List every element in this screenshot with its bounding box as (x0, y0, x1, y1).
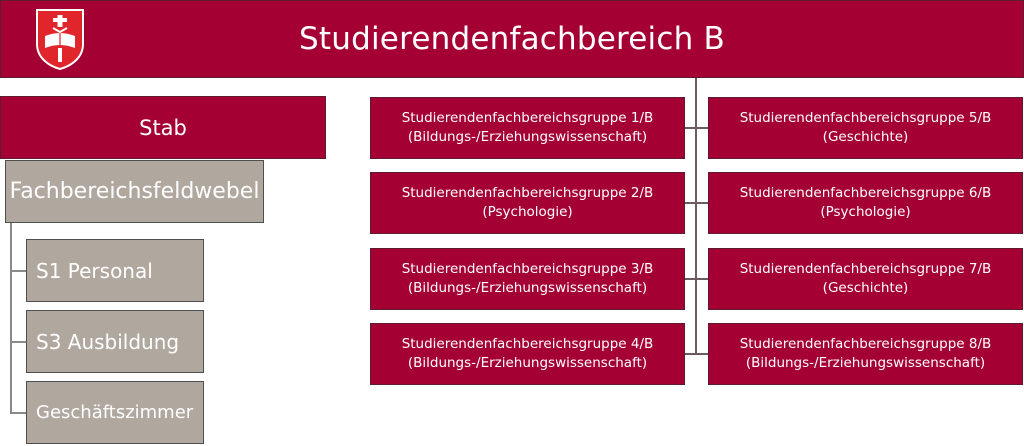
header-banner: Studierendenfachbereich B (0, 0, 1024, 78)
group-2-box: Studierendenfachbereichsgruppe 2/B (Psyc… (370, 172, 685, 234)
stab-box: Stab (0, 96, 326, 159)
s1-personal-label: S1 Personal (36, 258, 153, 283)
group-3-subject: (Bildungs-/Erziehungswissenschaft) (407, 280, 648, 296)
group-6-subject: (Psychologie) (820, 204, 911, 220)
group-7-name: Studierendenfachbereichsgruppe 7/B (739, 261, 992, 278)
group-1-name: Studierendenfachbereichsgruppe 1/B (401, 110, 654, 127)
fachbereichsfeldwebel-box: Fachbereichsfeldwebel (5, 160, 264, 223)
group-3-box: Studierendenfachbereichsgruppe 3/B (Bild… (370, 248, 685, 310)
group-2-name: Studierendenfachbereichsgruppe 2/B (401, 185, 654, 202)
coat-of-arms-icon (36, 9, 84, 70)
group-6-name: Studierendenfachbereichsgruppe 6/B (739, 185, 992, 202)
geschaeftszimmer-label: Geschäftszimmer (36, 402, 194, 423)
group-3-name: Studierendenfachbereichsgruppe 3/B (401, 261, 654, 278)
group-7-subject: (Geschichte) (822, 280, 909, 296)
staff-trunk-line (10, 223, 12, 414)
group-row-2-connector (685, 202, 708, 204)
geschaeftszimmer-box: Geschäftszimmer (26, 381, 204, 444)
s3-ausbildung-box: S3 Ausbildung (26, 310, 204, 373)
group-6-box: Studierendenfachbereichsgruppe 6/B (Psyc… (708, 172, 1023, 234)
group-2-subject: (Psychologie) (482, 204, 573, 220)
group-7-box: Studierendenfachbereichsgruppe 7/B (Gesc… (708, 248, 1023, 310)
group-4-subject: (Bildungs-/Erziehungswissenschaft) (407, 355, 648, 371)
group-4-name: Studierendenfachbereichsgruppe 4/B (401, 336, 654, 353)
group-4-box: Studierendenfachbereichsgruppe 4/B (Bild… (370, 323, 685, 385)
group-row-4-connector (685, 353, 708, 355)
groups-trunk-line (695, 78, 697, 354)
group-5-name: Studierendenfachbereichsgruppe 5/B (739, 110, 992, 127)
group-5-box: Studierendenfachbereichsgruppe 5/B (Gesc… (708, 97, 1023, 159)
stab-label: Stab (139, 115, 187, 140)
page-title: Studierendenfachbereich B (299, 21, 725, 57)
s1-personal-box: S1 Personal (26, 239, 204, 302)
fachbereichsfeldwebel-label: Fachbereichsfeldwebel (9, 179, 260, 204)
group-8-name: Studierendenfachbereichsgruppe 8/B (739, 336, 992, 353)
group-8-box: Studierendenfachbereichsgruppe 8/B (Bild… (708, 323, 1023, 385)
s3-connector (10, 341, 26, 343)
gz-connector (10, 412, 26, 414)
s1-connector (10, 270, 26, 272)
group-row-3-connector (685, 278, 708, 280)
group-5-subject: (Geschichte) (822, 129, 909, 145)
group-8-subject: (Bildungs-/Erziehungswissenschaft) (745, 355, 986, 371)
group-1-box: Studierendenfachbereichsgruppe 1/B (Bild… (370, 97, 685, 159)
s3-ausbildung-label: S3 Ausbildung (36, 329, 180, 354)
group-row-1-connector (685, 127, 708, 129)
group-1-subject: (Bildungs-/Erziehungswissenschaft) (407, 129, 648, 145)
